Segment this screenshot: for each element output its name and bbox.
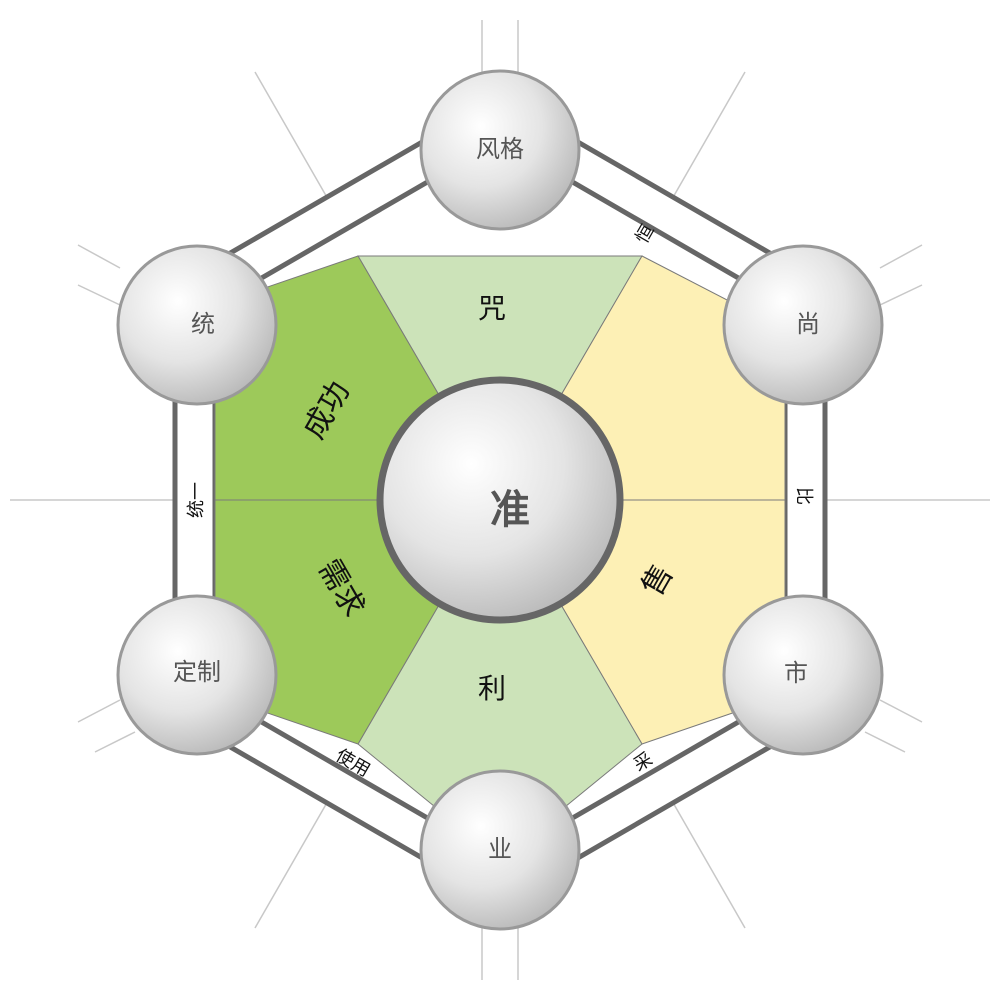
sector-label-top: 咒 [478, 292, 506, 325]
node-bottom-label: 业 [488, 835, 512, 863]
edge-label-left: 统一 [186, 482, 207, 518]
node-lower-left-label: 定制 [173, 658, 221, 686]
node-upper-left: 统 [116, 244, 278, 406]
center-label: 准 [490, 487, 530, 533]
node-lower-left: 定制 [116, 594, 278, 756]
node-upper-right-label: 尚 [796, 310, 820, 338]
guide-lines [10, 20, 990, 980]
center-circle [376, 376, 624, 624]
node-upper-right: 尚 [722, 244, 884, 406]
node-lower-right-label: 市 [784, 659, 808, 687]
node-upper-left-label: 统 [191, 310, 215, 338]
node-bottom: 业 [419, 769, 581, 931]
sector-label-bottom: 利 [478, 672, 506, 705]
node-lower-right: 市 [722, 594, 884, 756]
edge-label-right: 比 [793, 487, 814, 505]
node-top-label: 风格 [476, 135, 524, 163]
node-top: 风格 [419, 69, 581, 231]
